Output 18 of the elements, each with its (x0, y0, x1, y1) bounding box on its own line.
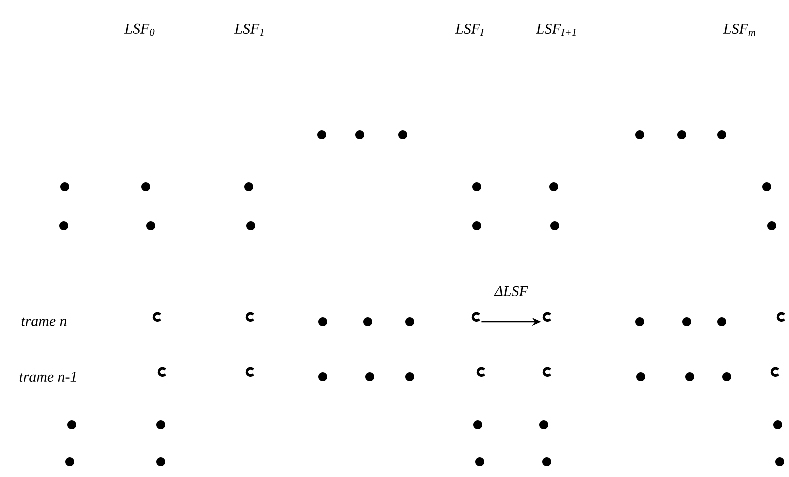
arc-mark (542, 312, 552, 322)
arc-mark (476, 367, 486, 378)
column-heading: LSF$_{I+1}$ (536, 24, 576, 36)
column-heading: LSF$_{m}$ (723, 24, 756, 36)
row-label: trame n (22, 318, 67, 326)
arc-mark (246, 367, 254, 378)
arc-mark (776, 312, 786, 322)
edge-label: ΔLSF (494, 286, 528, 296)
arc-mark (472, 312, 480, 322)
column-heading: LSF$_{0}$ (124, 24, 155, 36)
row-label: trame n-1 (20, 372, 76, 382)
column-heading: LSF$_{1}$ (234, 24, 264, 36)
arc-mark (152, 312, 162, 322)
arc-mark (158, 367, 166, 378)
arc-mark (770, 367, 780, 378)
arc-mark (246, 312, 254, 322)
arc-mark (542, 367, 552, 378)
column-heading: LSF$_{I}$ (455, 24, 484, 36)
